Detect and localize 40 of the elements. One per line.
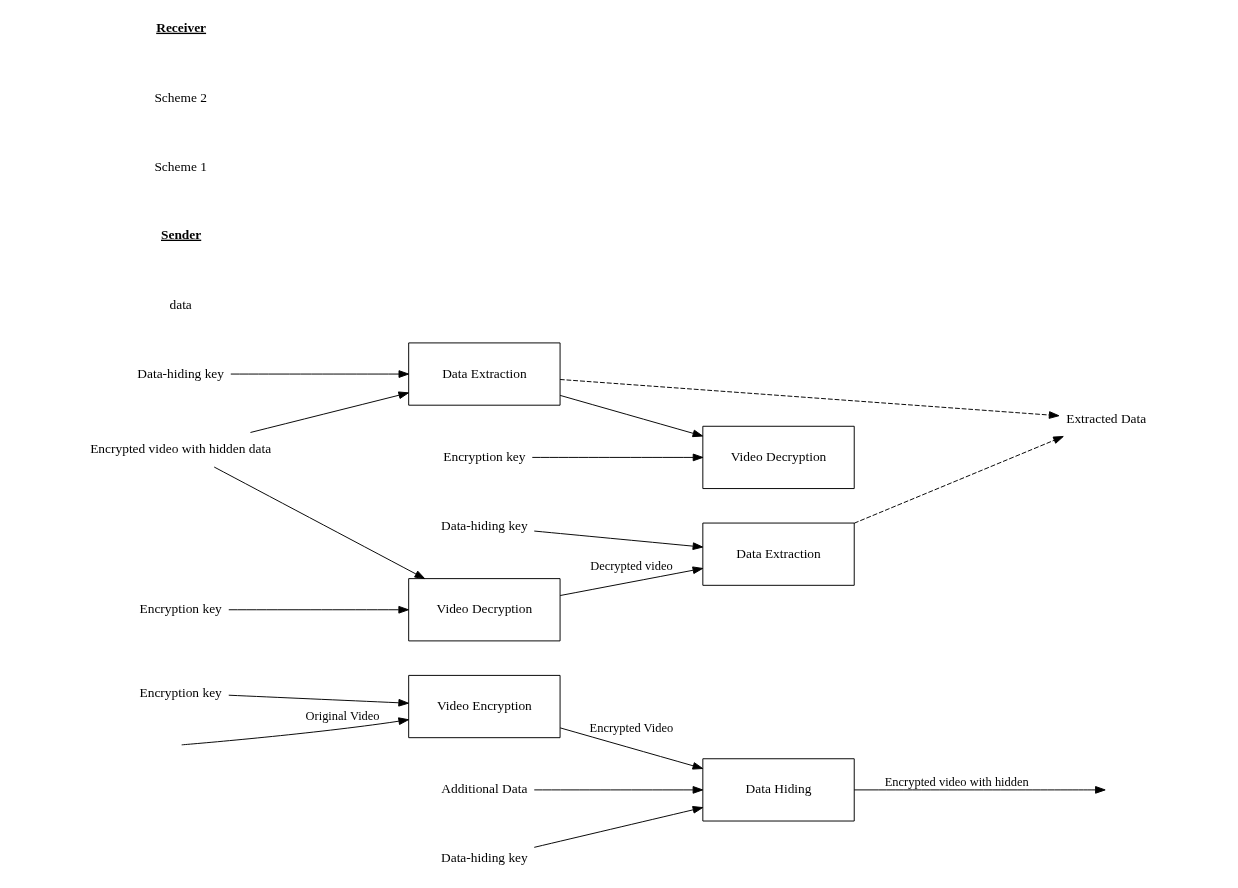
node-box: Data Extraction [702, 522, 855, 586]
label: Scheme 2 [154, 89, 207, 105]
edge-label: Encrypted Video [589, 720, 674, 735]
label: data [169, 296, 192, 312]
node-box: Video Decryption [702, 425, 855, 490]
node-box: Data Extraction [408, 342, 561, 406]
arrow [853, 786, 1106, 794]
node-box: Video Decryption [408, 578, 561, 642]
arrow [559, 727, 704, 770]
arrow [559, 379, 1060, 419]
node-text: Data-hiding key [441, 850, 528, 866]
node-text: Encryption key [139, 684, 222, 700]
edge-label: Original Video [305, 709, 380, 724]
arrow [228, 694, 409, 707]
arrow [533, 806, 704, 848]
edge-label: Decrypted video [590, 558, 673, 573]
arrow [213, 466, 426, 580]
label: Scheme 1 [154, 158, 207, 174]
node-text: Encrypted video with hidden data [90, 441, 272, 457]
node-text: Extracted Data [1066, 410, 1147, 426]
node-text: Data-hiding key [441, 517, 528, 533]
node-text: Encryption key [139, 601, 222, 617]
arrow [250, 391, 409, 433]
node-text: Additional Data [441, 781, 528, 797]
arrow [533, 786, 704, 794]
label: Sender [161, 226, 202, 242]
arrow [531, 453, 704, 462]
label: Receiver [156, 19, 207, 35]
arrow [181, 717, 409, 746]
arrow [533, 530, 704, 550]
edge-label: Encrypted video with hidden [884, 775, 1029, 790]
arrow [853, 436, 1064, 524]
node-text: Encryption key [443, 448, 526, 464]
node-box: Data Hiding [702, 758, 855, 822]
arrow [228, 605, 409, 614]
arrow [230, 370, 410, 378]
node-box: Video Encryption [408, 674, 561, 739]
arrow [559, 566, 704, 596]
arrow [559, 394, 704, 438]
node-text: Data-hiding key [137, 365, 225, 381]
